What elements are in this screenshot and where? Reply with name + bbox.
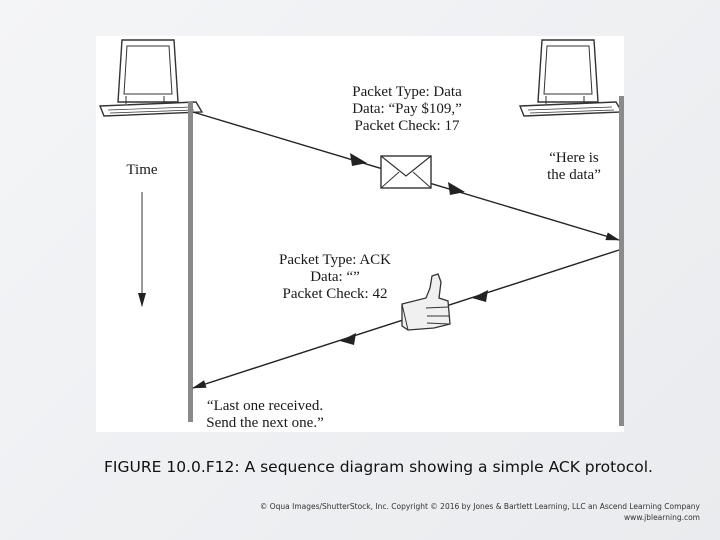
ack-arrow-midpoint-head xyxy=(472,290,488,302)
sequence-diagram xyxy=(98,39,624,426)
sender-computer-icon xyxy=(98,39,204,117)
publisher-url: www.jblearning.com xyxy=(624,512,700,522)
figure-caption: FIGURE 10.0.F12: A sequence diagram show… xyxy=(104,458,704,476)
receiver-computer-icon xyxy=(518,39,624,117)
figure-caption-text: A sequence diagram showing a simple ACK … xyxy=(239,458,653,476)
receiver-timeline xyxy=(619,96,624,426)
sender-note: “Last one received. Send the next one.” xyxy=(206,398,324,431)
ack-arrow-midpoint-head-2 xyxy=(340,333,356,345)
data-arrow-midpoint-head-2 xyxy=(448,182,465,195)
thumbs-up-icon xyxy=(401,273,451,331)
diagram-panel: Packet Type: Data Data: “Pay $109,” Pack… xyxy=(96,36,624,432)
ack-packet-label: Packet Type: ACK Data: “” Packet Check: … xyxy=(279,252,391,302)
figure-id: FIGURE 10.0.F12: xyxy=(104,458,240,476)
receiver-note: “Here is the data” xyxy=(547,150,601,183)
envelope-icon xyxy=(380,155,432,189)
copyright-line: © Oqua Images/ShutterStock, Inc. Copyrig… xyxy=(259,502,700,511)
data-packet-label: Packet Type: Data Data: “Pay $109,” Pack… xyxy=(352,84,462,134)
time-label: Time xyxy=(126,162,158,178)
data-arrow-midpoint-head xyxy=(350,153,367,166)
copyright-credit: © Oqua Images/ShutterStock, Inc. Copyrig… xyxy=(220,502,700,524)
sender-timeline xyxy=(188,102,193,422)
